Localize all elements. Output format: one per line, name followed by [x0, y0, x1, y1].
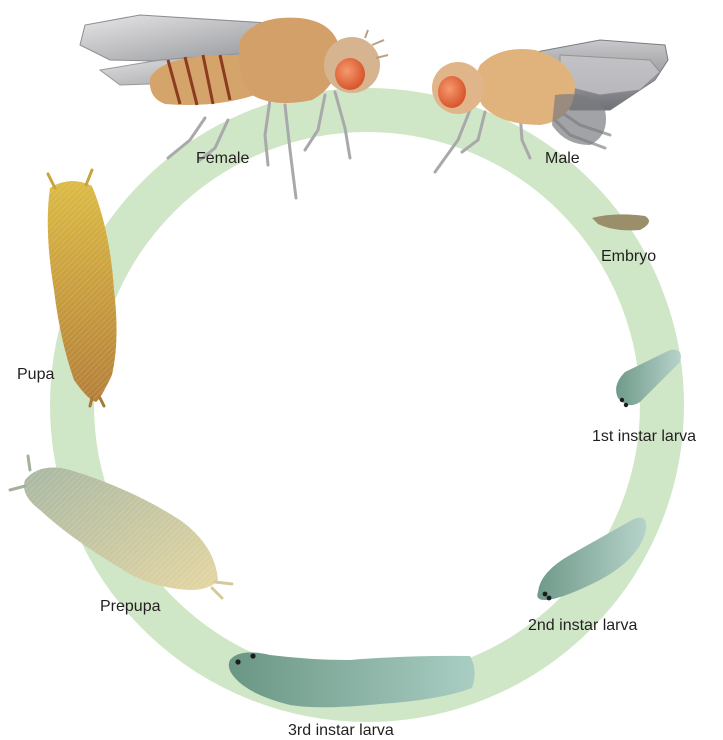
second-instar-larva-label: 2nd instar larva: [528, 617, 637, 635]
third-instar-larva-label: 3rd instar larva: [288, 722, 394, 740]
female-label: Female: [196, 150, 249, 168]
first-instar-larva-label: 1st instar larva: [592, 428, 696, 446]
male-label: Male: [545, 150, 580, 168]
pupa-label: Pupa: [17, 366, 54, 384]
prepupa-label: Prepupa: [100, 598, 161, 616]
embryo-label: Embryo: [601, 248, 656, 266]
